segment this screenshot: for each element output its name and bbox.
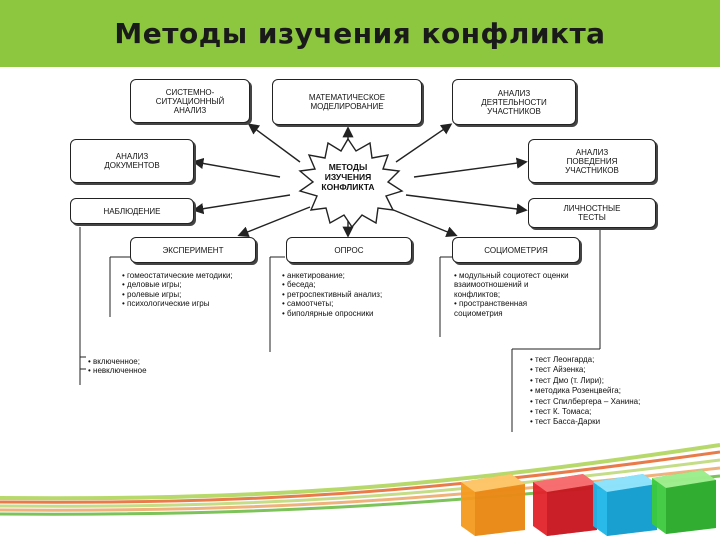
node-sociometry: Социометрия [452,237,580,263]
list-item: тест Леонгарда; [530,355,710,365]
node-math-modeling: Математическое моделирование [272,79,422,125]
list-item: биполярные опросники [282,309,442,318]
list-item: невключенное [88,366,208,375]
node-observation: Наблюдение [70,198,194,224]
orange-cube-icon [461,474,525,536]
list-item: гомеостатические методики; [122,271,272,280]
node-activity-analysis: Анализ деятельности участников [452,79,576,125]
observation-list: включенное; невключенное [88,357,208,376]
sociometry-list: модульный социотест оценки взаимоотношен… [454,271,572,318]
list-item: психологические игры [122,299,272,308]
list-item: ретроспективный анализ; [282,290,442,299]
title-bar: Методы изучения конфликта [0,0,720,67]
list-item: ролевые игры; [122,290,272,299]
list-item: методика Розенцвейга; [530,386,710,396]
methods-diagram: Методы изучения конфликта Системно- ситу… [0,67,720,447]
list-item: тест К. Томаса; [530,407,710,417]
node-experiment: Эксперимент [130,237,256,263]
tests-list: тест Леонгарда; тест Айзенка; тест Дмо (… [530,355,710,428]
list-item: самоотчеты; [282,299,442,308]
node-docs-analysis: Анализ документов [70,139,194,183]
list-item: включенное; [88,357,208,366]
node-behavior-analysis: Анализ поведения участников [528,139,656,183]
red-cube-icon [533,474,597,536]
list-item: тест Спилбергера – Ханина; [530,397,710,407]
center-label: Методы изучения конфликта [321,162,375,192]
list-item: деловые игры; [122,280,272,289]
blue-cube-icon [593,474,657,536]
experiment-list: гомеостатические методики; деловые игры;… [122,271,272,309]
slide-title: Методы изучения конфликта [114,17,606,50]
center-starburst [298,137,404,229]
list-item: пространственная социометрия [454,299,572,318]
node-survey: Опрос [286,237,412,263]
list-item: анкетирование; [282,271,442,280]
list-item: беседа; [282,280,442,289]
list-item: тест Айзенка; [530,365,710,375]
node-system-analysis: Системно- ситуационный анализ [130,79,250,123]
list-item: тест Басса-Дарки [530,417,710,427]
node-personality-tests: Личностные тесты [528,198,656,228]
green-cube-icon [652,470,716,534]
list-item: модульный социотест оценки взаимоотношен… [454,271,572,299]
list-item: тест Дмо (т. Лири); [530,376,710,386]
survey-list: анкетирование; беседа; ретроспективный а… [282,271,442,318]
